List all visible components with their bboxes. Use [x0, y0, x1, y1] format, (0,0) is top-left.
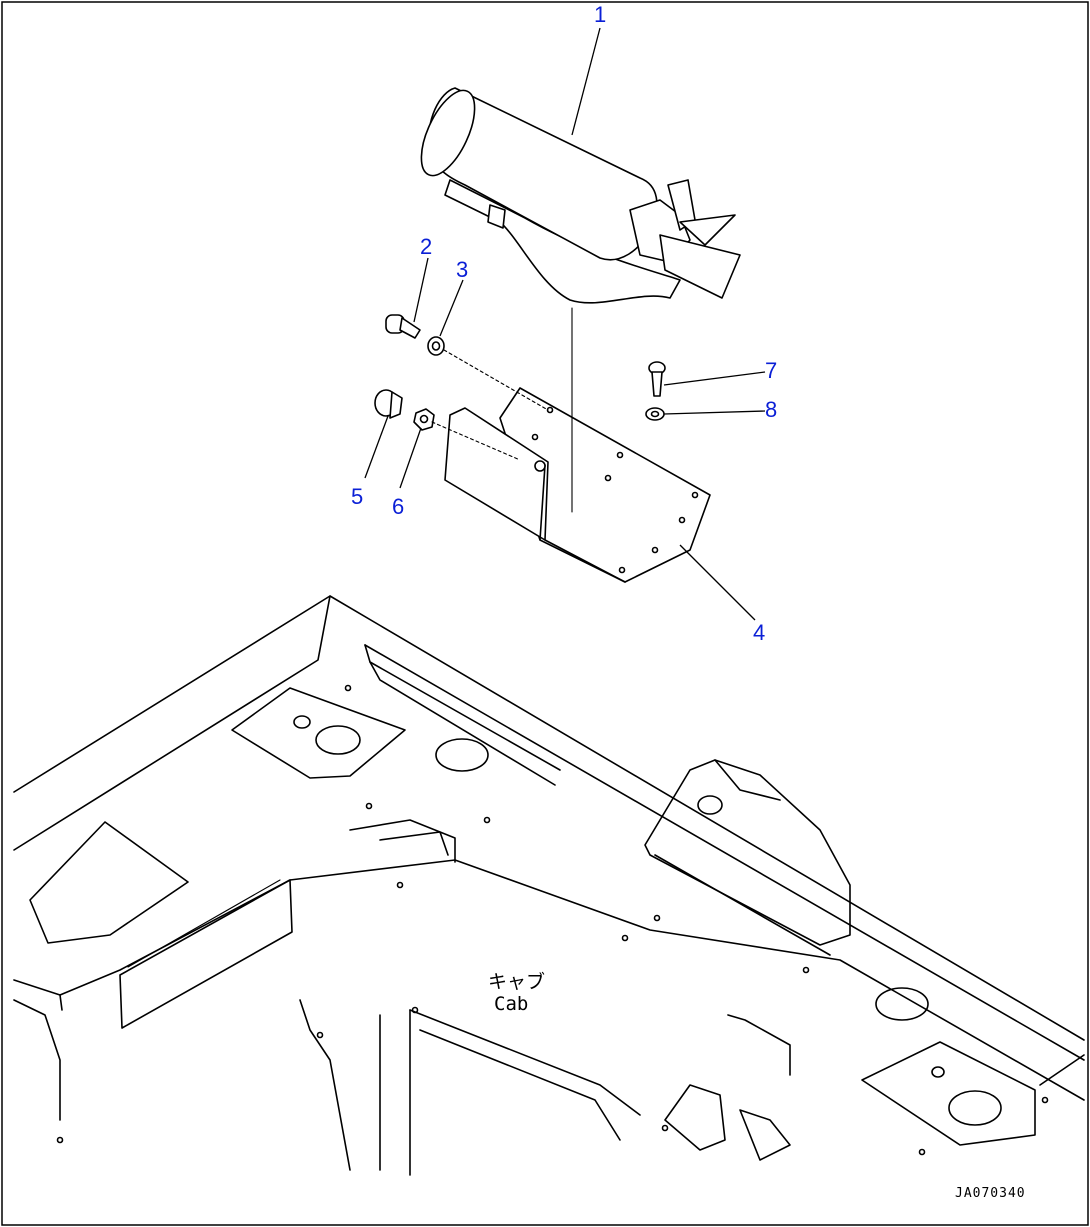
- cab-label-jp: キャブ: [488, 970, 545, 993]
- washer-icon: [645, 407, 665, 421]
- bolt-icon: [385, 314, 421, 339]
- callout-3: 3: [456, 257, 468, 282]
- cab-roof: [13, 595, 1085, 1176]
- callout-2: 2: [420, 234, 432, 259]
- callout-1: 1: [594, 2, 606, 27]
- mounting-bracket: [444, 307, 711, 583]
- assembly-line: [443, 349, 549, 411]
- callout-6: 6: [392, 494, 404, 519]
- callout-7: 7: [765, 358, 777, 383]
- leader-lines: [364, 27, 766, 621]
- fire-extinguisher: [420, 87, 741, 304]
- figure-reference: JA070340: [955, 1186, 1026, 1201]
- cab-label-en: Cab: [494, 993, 528, 1015]
- callout-8: 8: [765, 397, 777, 422]
- screw-icon: [648, 361, 666, 397]
- callout-5: 5: [351, 484, 363, 509]
- cap-icon: [374, 389, 403, 419]
- assembly-line: [431, 421, 521, 461]
- callout-4: 4: [753, 620, 765, 645]
- nut-icon: [427, 336, 445, 356]
- nut-icon: [413, 408, 435, 431]
